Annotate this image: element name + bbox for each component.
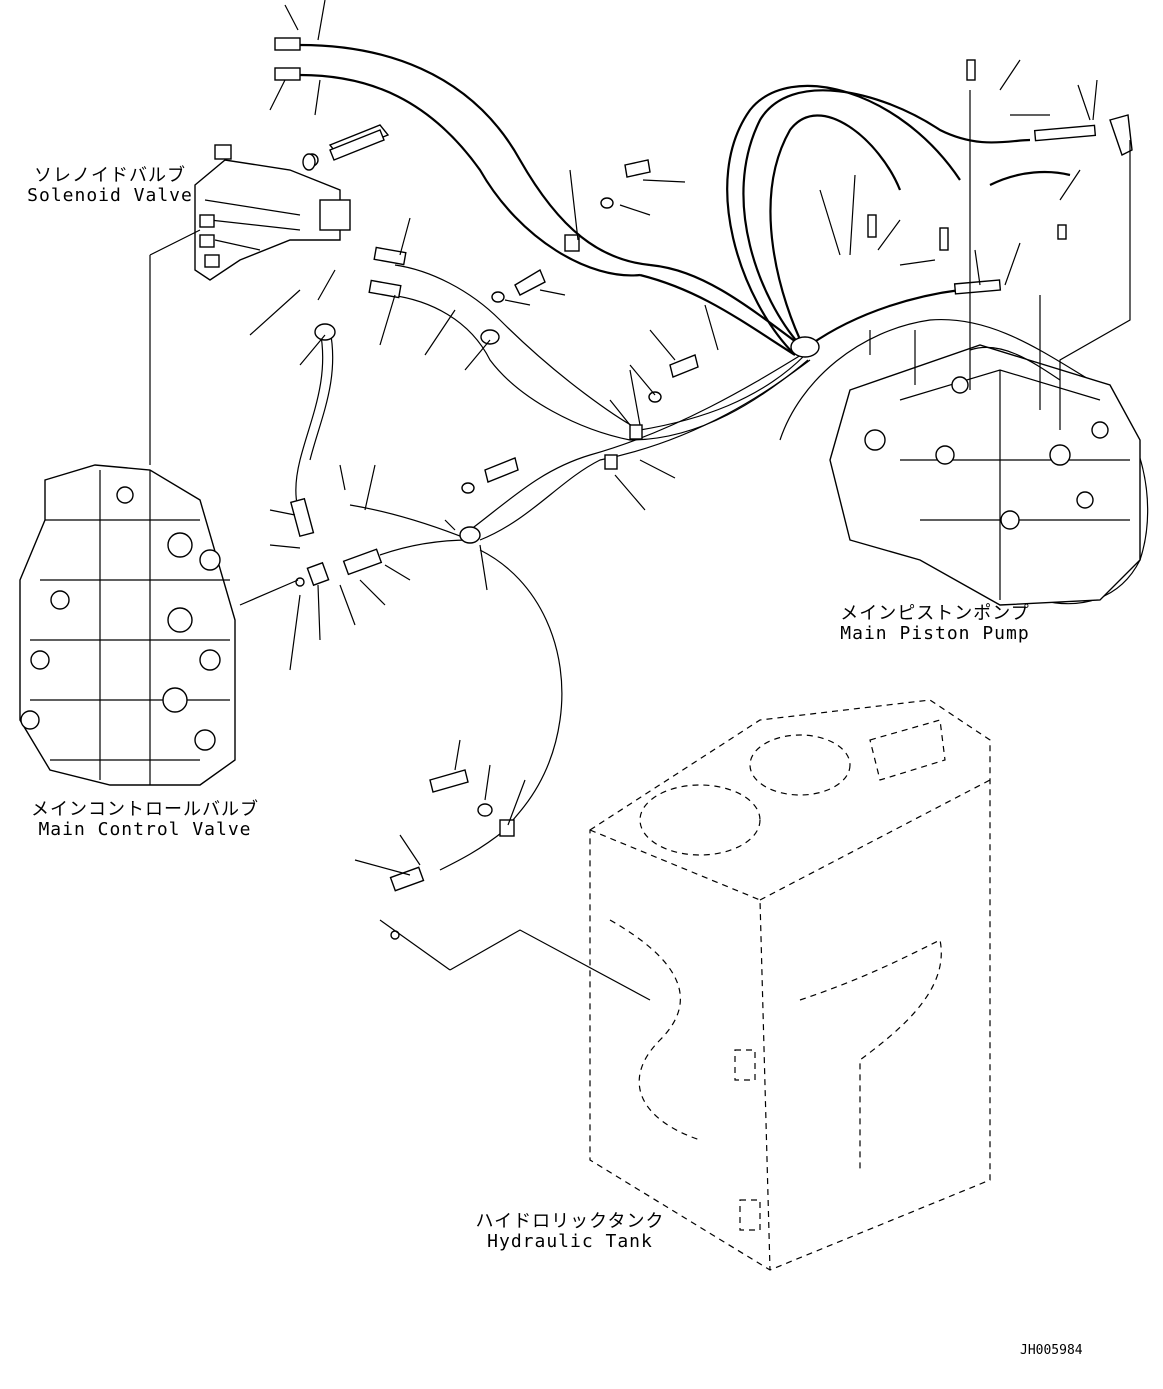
loose-fittings — [274, 37, 1133, 817]
hydraulic-tank-label-jp: ハイドロリックタンク — [475, 1211, 665, 1232]
main-control-valve-body — [19, 464, 236, 786]
drawing-code: JH005984 — [1020, 1343, 1083, 1358]
main-piston-pump-label: メインピストンポンプ Main Piston Pump — [825, 604, 1045, 644]
main-piston-pump-label-en: Main Piston Pump — [840, 623, 1030, 644]
main-control-valve-label: メインコントロールバルブ Main Control Valve — [20, 800, 270, 840]
hose-clamps — [314, 234, 820, 837]
solenoid-valve-label: ソレノイドバルブ Solenoid Valve — [10, 166, 210, 206]
main-control-valve-label-en: Main Control Valve — [38, 819, 252, 840]
hydraulic-tank-body — [589, 699, 991, 1271]
hydraulic-tank-label-en: Hydraulic Tank — [487, 1231, 653, 1252]
pilot-lines — [295, 264, 811, 871]
tank-fitting — [379, 866, 651, 1001]
main-control-valve-label-jp: メインコントロールバルブ — [31, 799, 259, 820]
solenoid-valve-label-jp: ソレノイドバルブ — [34, 165, 186, 186]
hydraulic-tank-label: ハイドロリックタンク Hydraulic Tank — [465, 1212, 675, 1252]
upper-hose-bundle — [299, 43, 1071, 356]
solenoid-valve-label-en: Solenoid Valve — [27, 185, 193, 206]
main-piston-pump-body — [779, 318, 1149, 606]
leader-lines — [149, 0, 1131, 876]
main-piston-pump-label-jp: メインピストンポンプ — [840, 603, 1030, 624]
